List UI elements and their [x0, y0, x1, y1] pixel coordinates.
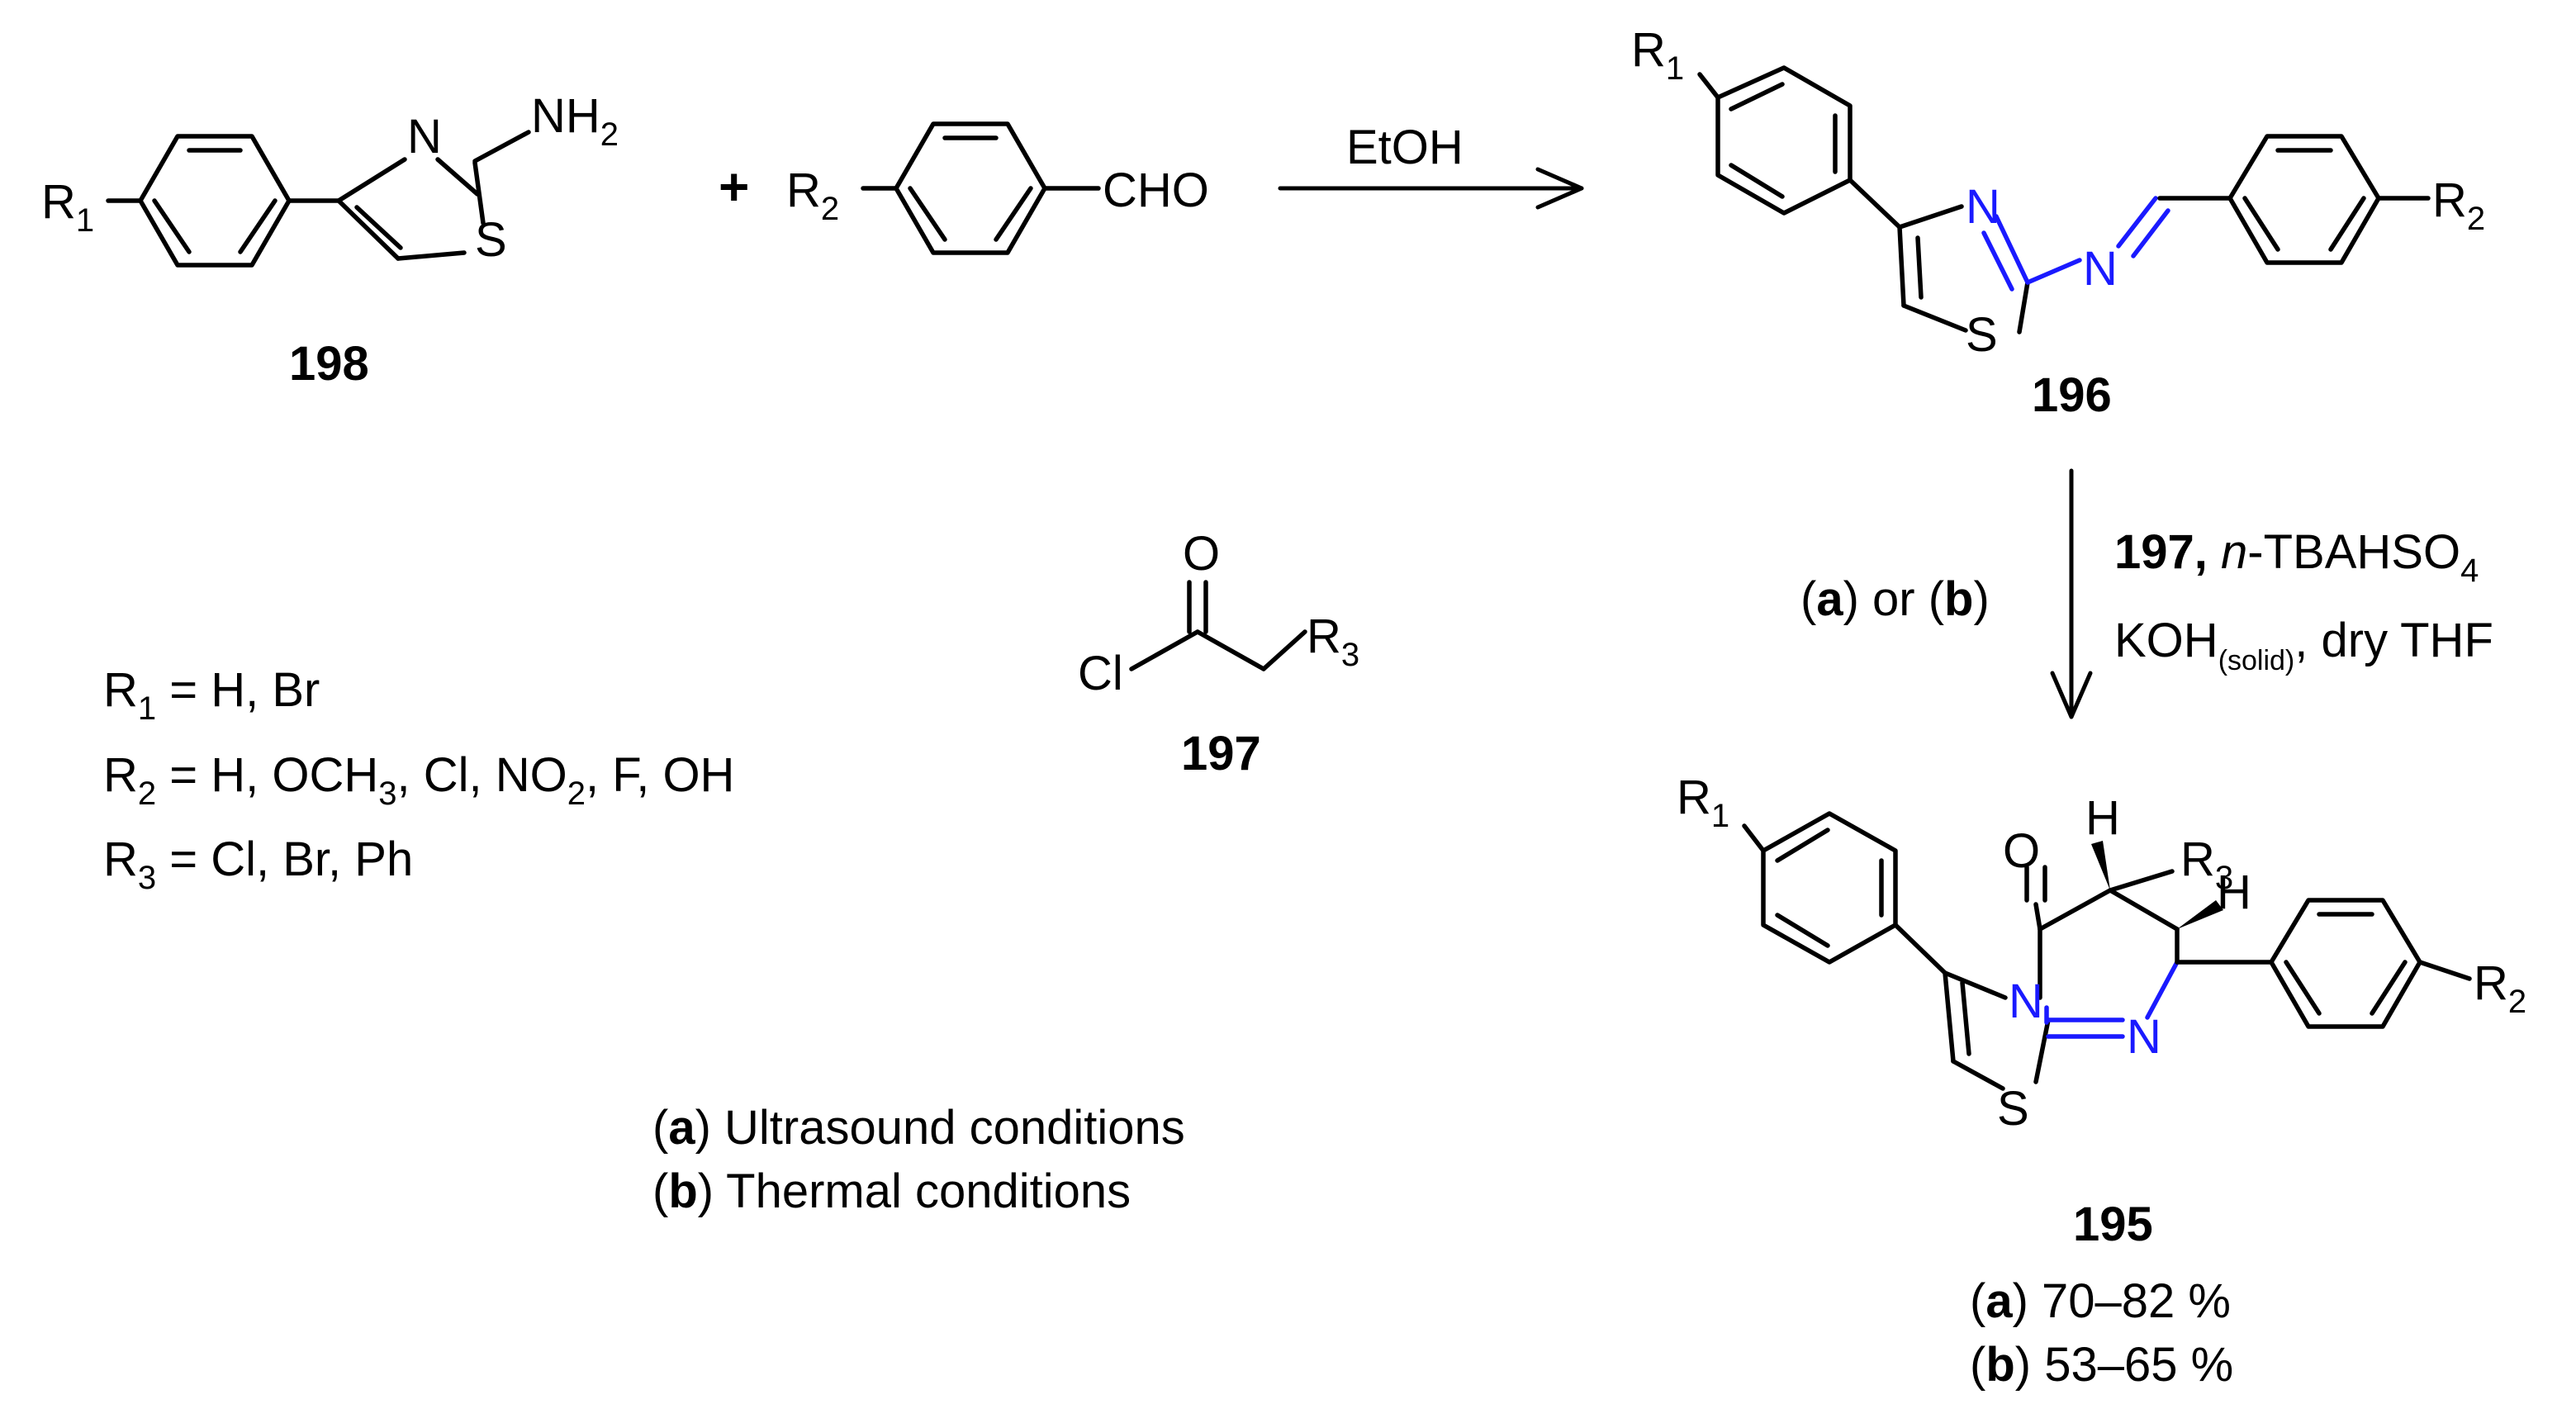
conditions-a-or-b: (a) or (b)	[1800, 572, 1990, 626]
ring-nitrogen-195: N	[2009, 975, 2043, 1028]
thiazole-sulfur-198: S	[475, 213, 507, 267]
hydrogen-c7: H	[2217, 866, 2251, 919]
reaction-arrow-2	[2050, 468, 2093, 719]
carbonyl-oxygen-195: O	[2003, 824, 2040, 878]
r3-definition: R3 = Cl, Br, Ph	[103, 832, 413, 896]
compound-196-label: 196	[2032, 368, 2112, 422]
compound-197-structure: O Cl R3	[1078, 527, 1359, 700]
r2-label-196: R2	[2432, 173, 2485, 237]
reagent-line-2: KOH(solid), dry THF	[2114, 614, 2493, 676]
thiazole-sulfur-195: S	[1997, 1082, 2029, 1136]
plus-sign: +	[719, 157, 749, 216]
r1-label-196: R1	[1631, 23, 1684, 87]
substituent-list: R1 = H, Br R2 = H, OCH3, Cl, NO2, F, OH …	[103, 663, 734, 896]
imine-nitrogen-195: N	[2127, 1010, 2161, 1064]
thiazole-nitrogen-198: N	[407, 110, 442, 164]
hydrogen-c6: H	[2085, 791, 2120, 845]
reaction-arrow-1	[1278, 167, 1584, 210]
r2-definition: R2 = H, OCH3, Cl, NO2, F, OH	[103, 748, 734, 812]
r1-label-195: R1	[1677, 771, 1729, 834]
amino-group: NH2	[531, 89, 619, 153]
chlorine-197: Cl	[1078, 647, 1123, 700]
r3-label-197: R3	[1307, 610, 1359, 673]
thiazole-sulfur-196: S	[1966, 308, 1998, 362]
compound-196-structure: R1 N S N R2	[1631, 23, 2485, 362]
r2-label: R2	[786, 164, 839, 227]
condition-a: (a) Ultrasound conditions	[652, 1101, 1185, 1155]
yields: (a) 70–82 % (b) 53–65 %	[1970, 1274, 2233, 1392]
r1-label: R1	[41, 175, 94, 239]
reagent-etoh: EtOH	[1346, 121, 1464, 174]
r2-label-195: R2	[2474, 956, 2526, 1020]
compound-198-label: 198	[289, 337, 369, 391]
thiazole-nitrogen-196: N	[1966, 180, 2000, 234]
carbonyl-oxygen-197: O	[1183, 527, 1220, 581]
imine-nitrogen-196: N	[2083, 242, 2118, 296]
yield-a: (a) 70–82 %	[1970, 1274, 2231, 1328]
aldehyde-group: CHO	[1103, 164, 1209, 217]
r3-label-195: R3	[2180, 832, 2233, 896]
condition-b: (b) Thermal conditions	[652, 1164, 1131, 1218]
reagent-line-1: 197, n-TBAHSO4	[2114, 525, 2479, 589]
compound-195-structure: R1 O H R3 H N S N R2	[1677, 771, 2526, 1136]
conditions-legend: (a) Ultrasound conditions (b) Thermal co…	[652, 1101, 1185, 1218]
compound-198-structure: R1 N S NH2	[41, 89, 619, 268]
r1-definition: R1 = H, Br	[103, 663, 320, 727]
benzaldehyde-structure: R2 CHO	[786, 121, 1209, 255]
compound-197-label: 197	[1181, 727, 1261, 780]
compound-195-label: 195	[2073, 1198, 2153, 1251]
yield-b: (b) 53–65 %	[1970, 1338, 2233, 1392]
